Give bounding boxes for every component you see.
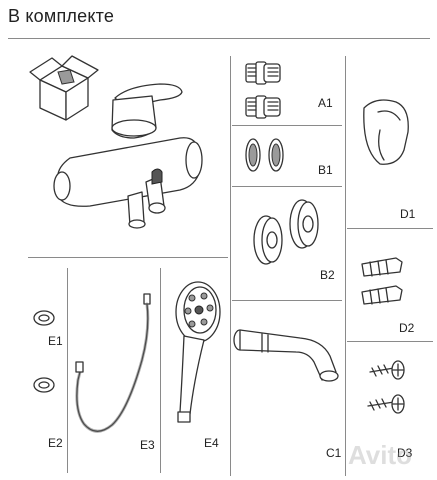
label-a1: A1: [318, 96, 333, 110]
label-c1: C1: [326, 446, 342, 460]
shower-holder-icon: [363, 99, 409, 165]
column-divider-right: [345, 56, 346, 476]
column-divider-left: [230, 56, 231, 476]
label-e3: E3: [140, 438, 155, 452]
spout-icon: [233, 329, 339, 382]
open-box-icon: [29, 55, 99, 121]
row-divider-d2-d3: [347, 341, 433, 342]
shower-hose-icon: [75, 293, 151, 433]
decorative-flange-icon: [253, 199, 319, 265]
row-divider-b1-b2: [232, 186, 342, 187]
eccentric-adapter-icon: [245, 61, 281, 119]
bath-mixer-icon: [53, 83, 203, 229]
gasket-icon: [33, 310, 55, 393]
header-divider: [8, 38, 430, 39]
row-divider-d1-d2: [347, 228, 433, 229]
screw-icon: [367, 360, 405, 414]
label-b1: B1: [318, 163, 333, 177]
column-divider-e1-e3: [67, 268, 68, 473]
row-divider-mixer-bottom: [28, 257, 228, 258]
label-e1: E1: [48, 334, 63, 348]
hand-shower-icon: [175, 281, 221, 423]
row-divider-a1-b1: [232, 125, 342, 126]
wall-dowel-icon: [361, 257, 403, 305]
column-divider-e3-e4: [160, 268, 161, 473]
label-b2: B2: [320, 268, 335, 282]
label-d2: D2: [399, 321, 415, 335]
page-title: В комплекте: [8, 6, 115, 26]
label-e4: E4: [204, 436, 219, 450]
row-divider-b2-c1: [232, 300, 342, 301]
label-d1: D1: [400, 207, 416, 221]
label-e2: E2: [48, 436, 63, 450]
label-d3: D3: [397, 446, 413, 460]
watermark: Avito: [348, 440, 413, 470]
mesh-filter-icon: [245, 138, 284, 172]
